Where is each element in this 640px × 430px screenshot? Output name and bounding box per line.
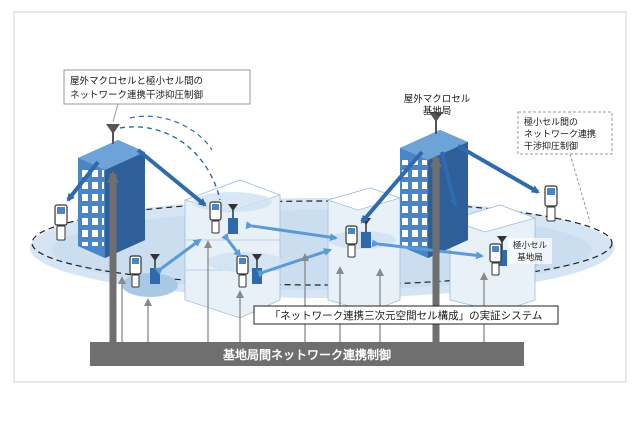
callout-macro-station: 屋外マクロセル 基地局 — [404, 93, 471, 117]
callout-small-small-line2: ネットワーク連携 — [524, 128, 596, 140]
phone-icon — [345, 225, 358, 258]
callout-small-station: 極小セル 基地局 — [508, 238, 552, 264]
callout-small-small-line1: 極小セル間の — [524, 116, 578, 128]
phone-icon — [236, 255, 249, 288]
callout-small-small: 極小セル間の ネットワーク連携 干渉抑圧制御 — [517, 111, 613, 223]
control-bar-label: 基地局間ネットワーク連携制御 — [222, 347, 391, 362]
small-station-1 — [228, 204, 238, 234]
phone-icon — [544, 185, 558, 222]
callout-macro-small-line2: ネットワーク連携干渉抑圧制御 — [70, 89, 203, 101]
callout-macro-small-line1: 屋外マクロセルと極小セル間の — [70, 75, 203, 87]
small-cell-arrows — [154, 221, 484, 278]
callout-small-small-line3: 干渉抑圧制御 — [524, 140, 578, 152]
dashed-arc-left-2 — [129, 115, 213, 151]
phone-icon — [489, 243, 502, 276]
control-uplinks — [118, 240, 488, 345]
callout-small-station-line2: 基地局 — [517, 252, 543, 263]
macro-coverage-arrows — [66, 144, 540, 224]
phone-icon — [129, 255, 142, 288]
callout-macro-small: 屋外マクロセルと極小セル間の ネットワーク連携干渉抑圧制御 — [63, 69, 251, 123]
system-banner-label: 「ネットワーク連携三次元空間セル構成」の実証システム — [270, 309, 543, 322]
control-bar — [90, 342, 524, 366]
antenna-right-macro — [429, 112, 443, 134]
system-banner — [253, 305, 559, 325]
antenna-left-macro — [106, 124, 120, 144]
callout-macro-station-line2: 基地局 — [423, 105, 452, 117]
small-station-5 — [497, 236, 507, 266]
callout-macro-station-line1: 屋外マクロセル — [404, 93, 471, 105]
phone-icon — [209, 201, 222, 234]
dashed-arc-left — [119, 126, 221, 201]
dashed-ring — [31, 200, 613, 286]
phone-icon — [54, 204, 68, 241]
callout-small-station-line1: 極小セル — [513, 240, 548, 251]
